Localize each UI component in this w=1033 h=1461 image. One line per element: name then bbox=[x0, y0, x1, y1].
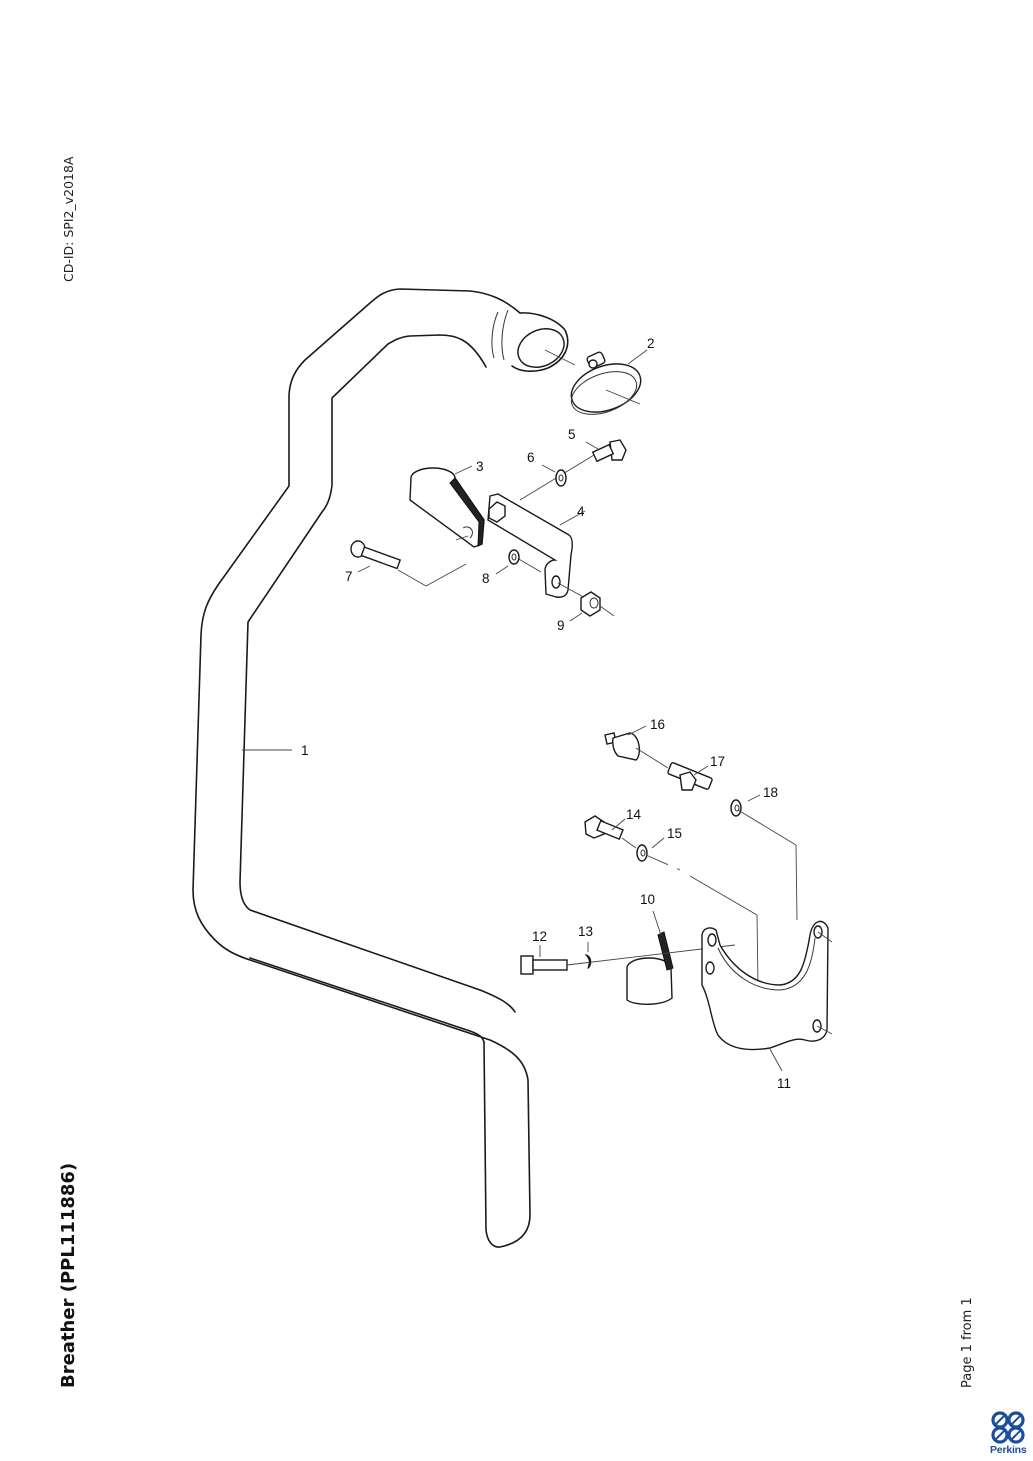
callout-8: 8 bbox=[482, 571, 490, 586]
callout-9: 9 bbox=[557, 618, 565, 633]
callout-5: 5 bbox=[568, 427, 576, 442]
callout-18: 18 bbox=[763, 785, 778, 800]
bolt-14 bbox=[584, 815, 626, 841]
callout-4: 4 bbox=[577, 504, 585, 519]
washer-15 bbox=[621, 837, 759, 986]
callout-2: 2 bbox=[647, 336, 655, 351]
washer-8 bbox=[495, 549, 520, 575]
washer-6 bbox=[541, 464, 567, 487]
callout-7: 7 bbox=[345, 569, 353, 584]
pipe-clip-upper bbox=[409, 465, 485, 548]
bolt-5 bbox=[519, 439, 627, 501]
bolt-12 bbox=[520, 945, 568, 975]
washer-18 bbox=[730, 794, 798, 921]
callout-11: 11 bbox=[777, 1076, 791, 1091]
brand-name: Perkins bbox=[990, 1444, 1027, 1456]
spacer-16 bbox=[604, 725, 669, 769]
callout-15: 15 bbox=[667, 826, 682, 841]
callout-10: 10 bbox=[640, 892, 655, 907]
perkins-logo-icon bbox=[991, 1411, 1025, 1444]
spacer-9 bbox=[569, 591, 615, 622]
callout-13: 13 bbox=[578, 924, 593, 939]
bracket-upper bbox=[487, 493, 588, 600]
stud-17 bbox=[667, 762, 713, 791]
breather-pipe bbox=[192, 288, 576, 1248]
bolt-7 bbox=[350, 540, 467, 587]
callout-16: 16 bbox=[650, 717, 665, 732]
callout-6: 6 bbox=[527, 450, 535, 465]
pipe-clip-lower bbox=[626, 910, 674, 1005]
bracket-lower bbox=[701, 920, 833, 1072]
callout-14: 14 bbox=[626, 807, 642, 822]
callout-12: 12 bbox=[532, 929, 547, 944]
callout-17: 17 bbox=[710, 754, 725, 769]
callout-3: 3 bbox=[476, 459, 484, 474]
hose-clip bbox=[570, 349, 648, 415]
callout-1: 1 bbox=[301, 743, 309, 758]
